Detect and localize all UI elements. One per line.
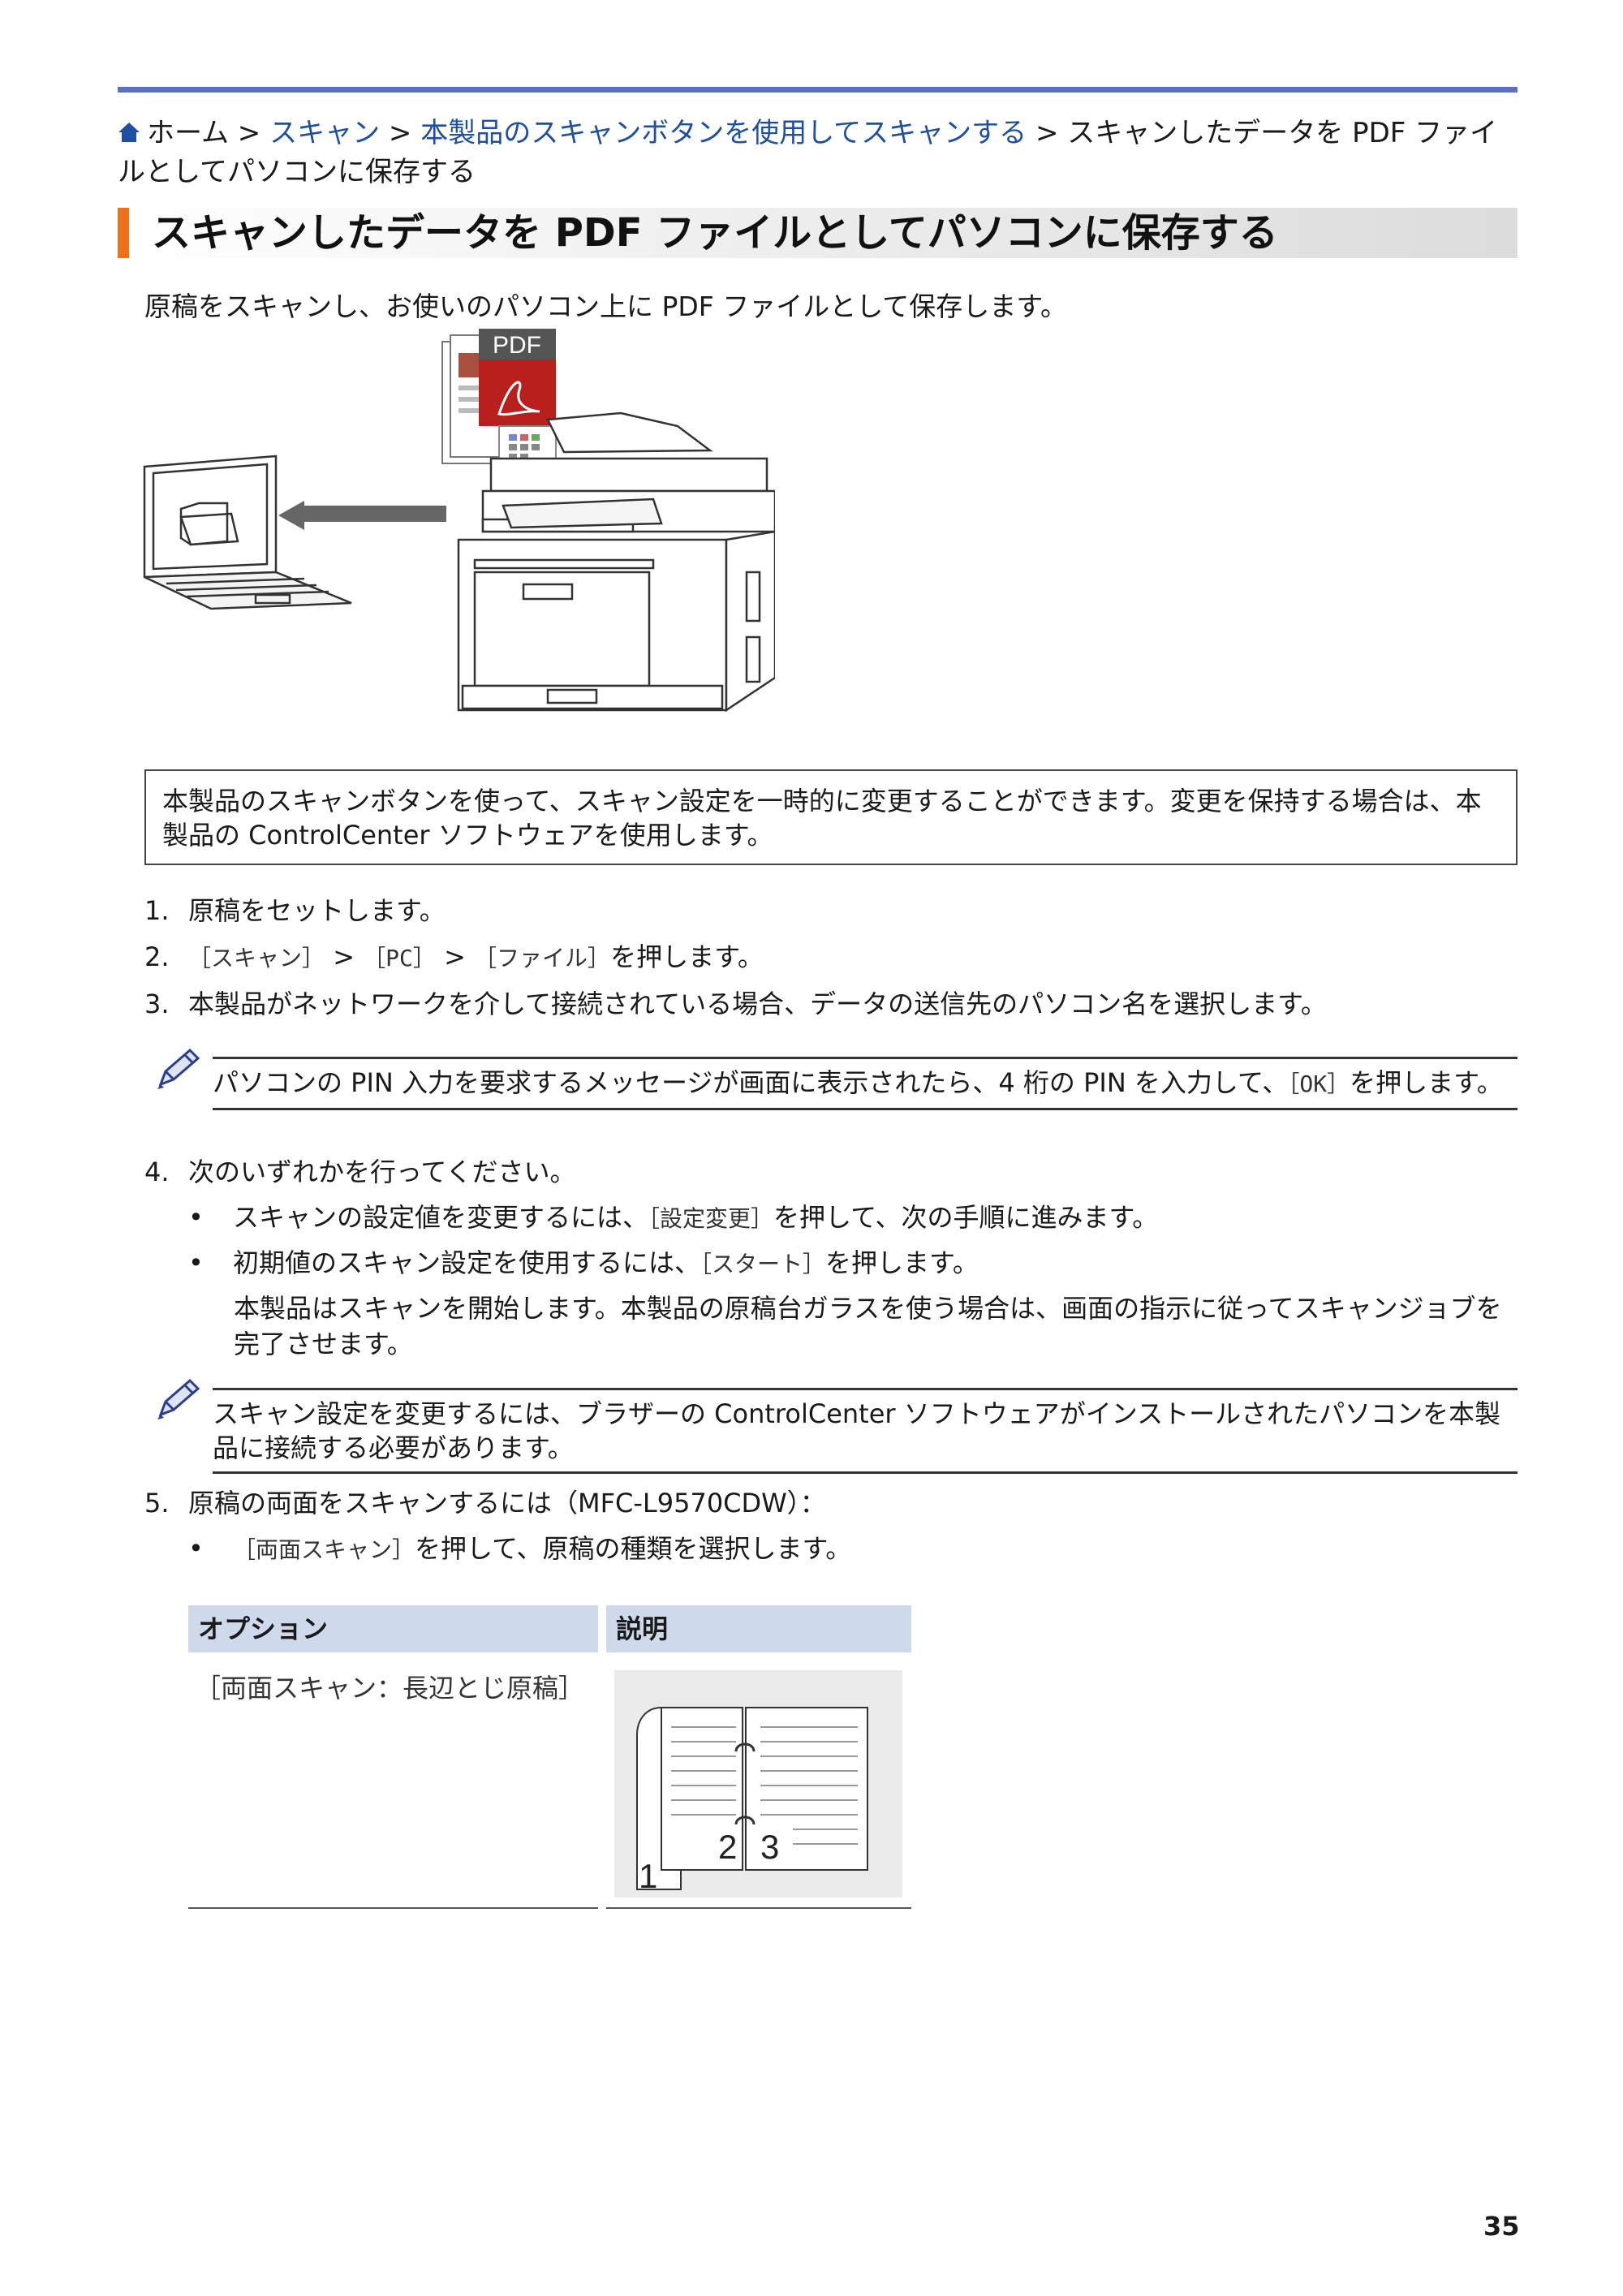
table-bottom-rule — [606, 1907, 911, 1909]
breadcrumb-current: スキャンしたデータを PDF ファイルとしてパソコンに保存する — [118, 117, 1498, 188]
ui-ok-button[interactable]: ［OK］ — [1288, 1070, 1350, 1097]
step-number: 2. — [144, 941, 170, 972]
step-text: 本製品がネットワークを介して接続されている場合、データの送信先のパソコン名を選択… — [188, 989, 1327, 1019]
step-number: 1. — [144, 895, 170, 926]
bullet-start: •初期値のスキャン設定を使用するには、［スタート］を押します。 — [188, 1247, 979, 1278]
intro-text: 原稿をスキャンし、お使いのパソコン上に PDF ファイルとして保存します。 — [144, 291, 1067, 322]
step-3: 3. 本製品がネットワークを介して接続されている場合、データの送信先のパソコン名を… — [144, 986, 1327, 1022]
tip-box-controlcenter: スキャン設定を変更するには、ブラザーの ControlCenter ソフトウェア… — [213, 1388, 1518, 1474]
table-option-long-edge: ［両面スキャン：長辺とじ原稿］ — [195, 1673, 585, 1704]
tip-text: を押します。 — [1350, 1067, 1503, 1098]
step-text: 原稿をセットします。 — [188, 895, 446, 926]
page-number-1: 1 — [639, 1857, 657, 1895]
table-header-option: オプション — [188, 1605, 598, 1652]
pdf-label: PDF — [493, 332, 541, 359]
page-number-3: 3 — [760, 1828, 779, 1866]
step-1: 1. 原稿をセットします。 — [144, 893, 446, 928]
ui-file-button[interactable]: ［ファイル］ — [474, 945, 611, 971]
ui-pc-button[interactable]: ［PC］ — [363, 945, 436, 971]
step-text: 次のいずれかを行ってください。 — [188, 1157, 576, 1187]
ui-duplex-scan-button[interactable]: ［両面スキャン］ — [233, 1536, 415, 1563]
start-description: 本製品はスキャンを開始します。本製品の原稿台ガラスを使う場合は、画面の指示に従っ… — [234, 1293, 1502, 1359]
breadcrumb-separator: > — [228, 117, 270, 149]
table-bottom-rule — [188, 1907, 598, 1909]
breadcrumb-link-scan[interactable]: スキャン — [269, 117, 381, 149]
page-title: スキャンしたデータを PDF ファイルとしてパソコンに保存する — [152, 210, 1278, 256]
documents-icon: PDF — [441, 329, 557, 476]
scan-to-pc-illustration: PDF — [143, 329, 775, 713]
table-header-description: 説明 — [606, 1605, 911, 1652]
bullet-text: を押して、原稿の種類を選択します。 — [415, 1533, 852, 1564]
breadcrumb-separator: > — [380, 117, 421, 149]
bullet-text: を押して、次の手順に進みます。 — [773, 1202, 1159, 1233]
breadcrumb-separator: > — [1027, 117, 1068, 149]
step-5: 5. 原稿の両面をスキャンするには（MFC-L9570CDW）： — [144, 1485, 826, 1521]
bullet-text: 初期値のスキャン設定を使用するには、 — [233, 1247, 701, 1278]
page-number-2: 2 — [718, 1828, 737, 1866]
printer-icon — [457, 411, 775, 713]
step-number: 5. — [144, 1488, 170, 1518]
breadcrumb-home[interactable]: ホーム — [147, 117, 229, 149]
ui-scan-button[interactable]: ［スキャン］ — [188, 945, 325, 971]
page-number: 35 — [1483, 2211, 1520, 2242]
home-icon[interactable] — [118, 121, 140, 144]
long-edge-binding-icon: 2 3 1 — [614, 1670, 902, 1898]
laptop-icon — [143, 454, 352, 610]
top-rule — [118, 87, 1518, 93]
menu-separator: > — [435, 941, 475, 972]
step-text: 原稿の両面をスキャンするには（MFC-L9570CDW）： — [188, 1488, 826, 1518]
pencil-icon — [157, 1048, 200, 1089]
bullet-duplex: •［両面スキャン］を押して、原稿の種類を選択します。 — [188, 1533, 852, 1564]
breadcrumb-link-scan-button[interactable]: 本製品のスキャンボタンを使用してスキャンする — [420, 117, 1027, 149]
arrow-icon — [278, 501, 446, 530]
step-2: 2. ［スキャン］ > ［PC］ > ［ファイル］を押します。 — [144, 939, 764, 976]
menu-separator: > — [325, 941, 364, 972]
ui-start-button[interactable]: ［スタート］ — [700, 1251, 826, 1277]
bullet-text: スキャンの設定値を変更するには、 — [233, 1202, 649, 1233]
title-accent — [118, 208, 129, 258]
bullet-change-settings: •スキャンの設定値を変更するには、［設定変更］を押して、次の手順に進みます。 — [188, 1202, 1159, 1233]
title-bar: スキャンしたデータを PDF ファイルとしてパソコンに保存する — [118, 208, 1518, 258]
note-box: 本製品のスキャンボタンを使って、スキャン設定を一時的に変更することができます。変… — [144, 769, 1518, 865]
tip-text: パソコンの PIN 入力を要求するメッセージが画面に表示されたら、4 桁の PI… — [213, 1067, 1289, 1098]
step-number: 4. — [144, 1157, 170, 1187]
step-4: 4. 次のいずれかを行ってください。 — [144, 1154, 575, 1190]
pencil-icon — [157, 1378, 200, 1419]
bullet-text: を押します。 — [825, 1247, 979, 1278]
breadcrumb: ホーム > スキャン > 本製品のスキャンボタンを使用してスキャンする > スキ… — [118, 114, 1522, 192]
step-text: を押します。 — [610, 941, 764, 972]
tip-box-pin: パソコンの PIN 入力を要求するメッセージが画面に表示されたら、4 桁の PI… — [213, 1057, 1518, 1110]
ui-change-settings-button[interactable]: ［設定変更］ — [648, 1205, 774, 1232]
step-number: 3. — [144, 989, 170, 1019]
